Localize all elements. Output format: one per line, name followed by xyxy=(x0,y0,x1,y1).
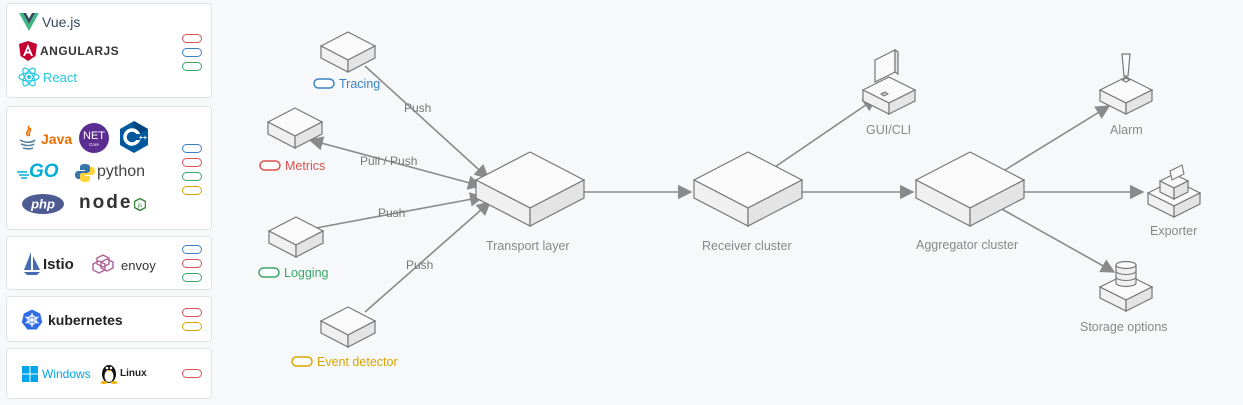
svg-text:++: ++ xyxy=(139,135,147,142)
cube-event-detector xyxy=(319,306,377,348)
linux-logo-text: Linux xyxy=(120,368,147,379)
linux-tux-icon xyxy=(100,362,118,389)
source-pill-red xyxy=(182,308,202,317)
source-pill-blue xyxy=(182,245,202,254)
istio-logo-text: Istio xyxy=(43,256,74,273)
source-pill-green xyxy=(182,62,202,71)
node-label-aggregator: Aggregator cluster xyxy=(916,238,1018,252)
svg-text:NET: NET xyxy=(83,130,105,142)
cube-logging xyxy=(267,216,325,258)
alarm-icon xyxy=(1098,53,1154,115)
svg-text:php: php xyxy=(30,197,55,212)
kubernetes-panel: kubernetes xyxy=(6,296,212,342)
edge-event-transport xyxy=(364,201,492,313)
edge-metrics-transport xyxy=(308,136,483,190)
source-label-event: Event detector xyxy=(317,355,398,369)
event-pill xyxy=(291,356,313,367)
angular-logo-text: ANGULARJS xyxy=(40,44,120,58)
vue-logo-text: Vue.js xyxy=(42,14,81,30)
edge-aggregator-alarm xyxy=(1004,105,1111,171)
edge-label-metrics: Pull / Push xyxy=(360,154,417,168)
source-label-logging: Logging xyxy=(284,266,329,280)
kubernetes-logo-text: kubernetes xyxy=(48,312,123,328)
envoy-logo-icon xyxy=(91,254,119,279)
go-logo-text: GO xyxy=(29,161,59,182)
node-label-storage: Storage options xyxy=(1080,320,1168,334)
node-label-alarm: Alarm xyxy=(1110,123,1143,137)
source-pill-red xyxy=(182,158,202,167)
edge-receiver-gui xyxy=(774,97,878,168)
python-logo-text: python xyxy=(97,163,146,180)
node-logo-text: node xyxy=(79,192,133,213)
source-pill-yellow xyxy=(182,186,202,195)
svg-text:Core: Core xyxy=(89,142,99,147)
source-pill-blue xyxy=(182,144,202,153)
source-label-tracing: Tracing xyxy=(339,77,380,91)
node-label-exporter: Exporter xyxy=(1150,224,1197,238)
exporter-icon xyxy=(1146,164,1202,218)
node-hex-icon: js xyxy=(133,197,147,216)
windows-logo-text: Windows xyxy=(42,367,91,381)
edges xyxy=(308,65,1145,313)
react-logo-text: React xyxy=(43,70,77,85)
java-logo-text: Java xyxy=(41,131,73,147)
cube-transport-layer xyxy=(474,151,586,227)
node-label-transport: Transport layer xyxy=(486,239,570,253)
source-pill-red xyxy=(182,34,202,43)
cpp-logo-icon: ++ xyxy=(118,120,150,159)
edge-aggregator-storage xyxy=(999,207,1116,273)
cube-aggregator-cluster xyxy=(914,151,1026,227)
vue-logo-icon xyxy=(19,13,39,36)
istio-logo-icon xyxy=(23,252,41,281)
logging-pill xyxy=(258,267,280,278)
edge-logging-transport xyxy=(315,192,485,229)
windows-logo-icon xyxy=(22,366,38,387)
cube-receiver-cluster xyxy=(692,151,804,227)
angular-logo-icon xyxy=(19,41,37,66)
go-logo-icon xyxy=(17,167,31,185)
node-label-gui: GUI/CLI xyxy=(866,123,911,137)
kubernetes-logo-icon xyxy=(21,309,43,336)
source-pill-green xyxy=(182,273,202,282)
svg-text:js: js xyxy=(137,203,142,209)
source-pill-yellow xyxy=(182,322,202,331)
php-logo-icon: php xyxy=(21,193,65,220)
metrics-pill xyxy=(259,160,281,171)
edge-label-logging: Push xyxy=(378,206,405,220)
cube-tracing xyxy=(319,31,377,73)
source-pill-green xyxy=(182,172,202,181)
tracing-pill xyxy=(313,78,335,89)
frontend-panel: Vue.js ANGULARJS React xyxy=(6,3,212,98)
react-logo-icon xyxy=(18,67,40,92)
node-label-receiver: Receiver cluster xyxy=(702,239,792,253)
envoy-logo-text: envoy xyxy=(121,258,156,273)
os-panel: Windows Linux xyxy=(6,348,212,399)
cube-metrics xyxy=(266,107,324,149)
edge-label-tracing: Push xyxy=(404,101,431,115)
service-mesh-panel: Istio envoy xyxy=(6,236,212,290)
java-logo-icon xyxy=(17,124,39,157)
source-pill-red xyxy=(182,369,202,378)
storage-database-icon xyxy=(1098,260,1154,312)
python-logo-icon xyxy=(75,163,95,188)
gui-cli-monitor-icon xyxy=(861,48,917,115)
source-label-metrics: Metrics xyxy=(285,159,325,173)
edge-label-event: Push xyxy=(406,258,433,272)
source-pill-blue xyxy=(182,48,202,57)
source-pill-red xyxy=(182,259,202,268)
